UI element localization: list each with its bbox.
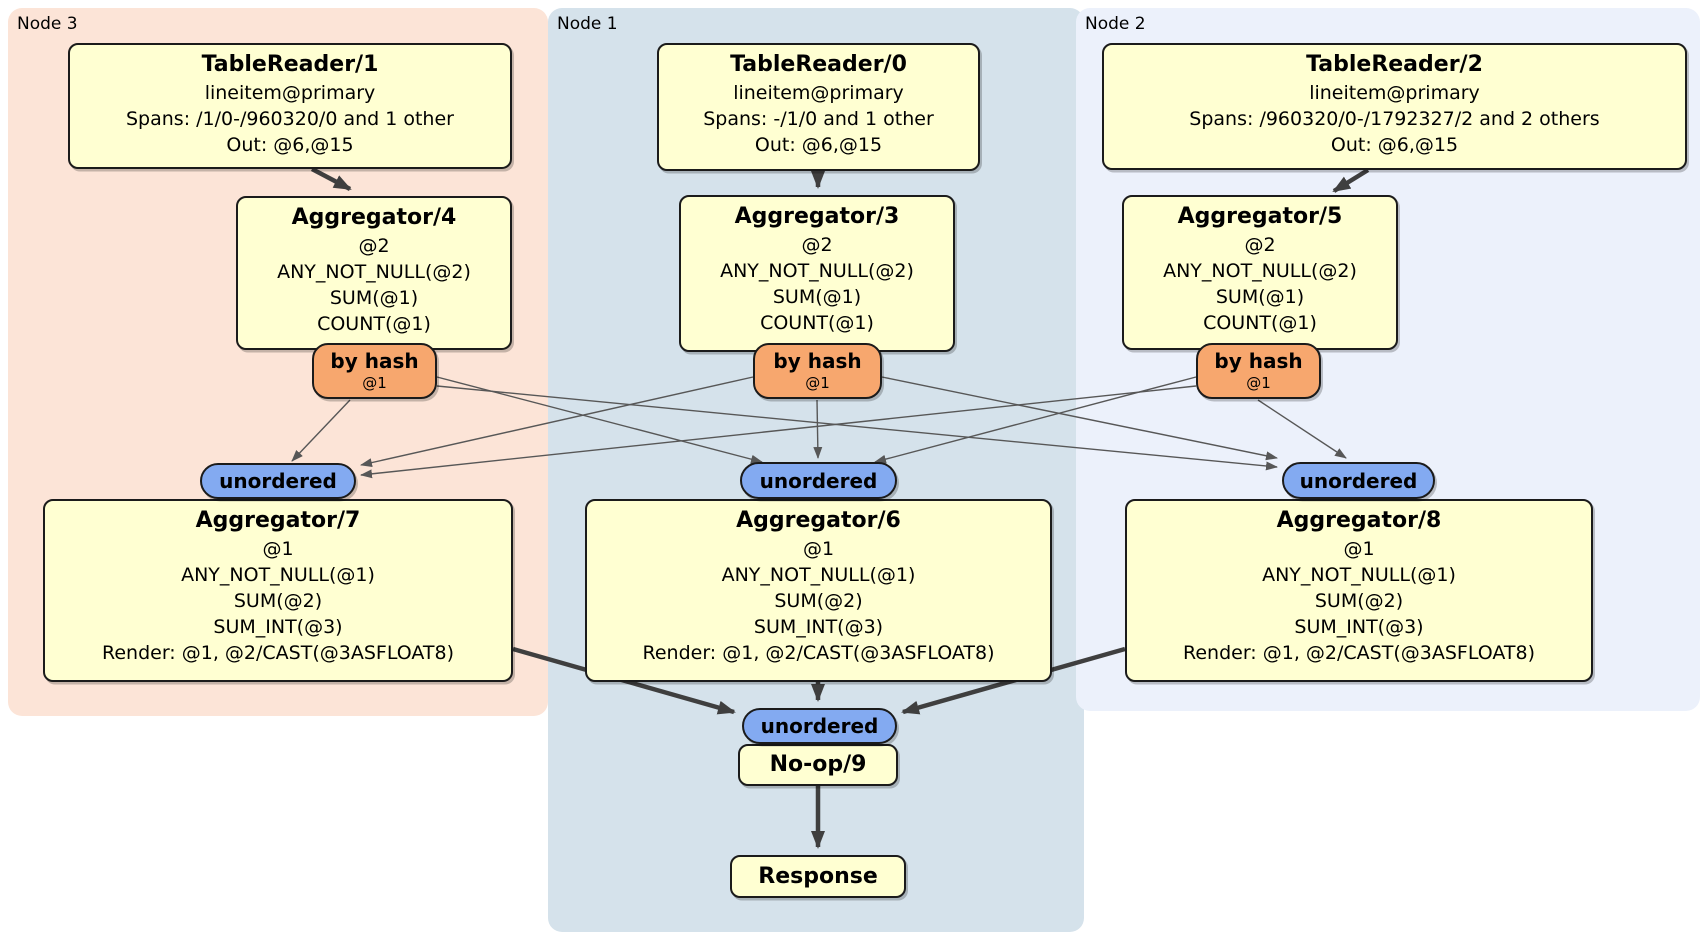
edge-r5-right (1257, 399, 1347, 459)
processor-agg-fn: SUM_INT(@3) (1294, 616, 1424, 638)
processor-agg-fn: SUM(@1) (329, 287, 419, 309)
edge-r5-middle (874, 376, 1197, 464)
processor-agg-fn: SUM(@1) (772, 286, 862, 308)
sync-label: unordered (760, 714, 879, 738)
node1-label: Node 1 (557, 14, 618, 34)
processor-tablereader-2: TableReader/2 lineitem@primary Spans: /9… (1102, 43, 1687, 170)
sync-unordered-right: unordered (1282, 462, 1435, 499)
router-label: by hash (1214, 349, 1303, 373)
processor-agg-fn: ANY_NOT_NULL(@2) (720, 260, 914, 282)
processor-title: TableReader/1 (201, 52, 379, 77)
processor-group-cols: @2 (358, 235, 390, 257)
processor-agg-fn: COUNT(@1) (317, 313, 431, 335)
processor-title: TableReader/0 (730, 52, 907, 77)
processor-title: No-op/9 (769, 752, 867, 777)
edge-r4-right (436, 385, 1278, 471)
processor-spans: Spans: /960320/0-/1792327/2 and 2 others (1189, 108, 1600, 130)
sync-label: unordered (1299, 468, 1418, 493)
processor-agg-fn: ANY_NOT_NULL(@2) (1163, 260, 1357, 282)
sync-unordered-final: unordered (742, 708, 897, 744)
sync-unordered-left: unordered (200, 463, 356, 499)
processor-title: Aggregator/8 (1276, 508, 1442, 533)
processor-title: Aggregator/5 (1177, 204, 1343, 229)
router-columns: @1 (805, 374, 830, 392)
processor-agg-fn: ANY_NOT_NULL(@2) (277, 261, 471, 283)
processor-tablereader-0: TableReader/0 lineitem@primary Spans: -/… (657, 43, 980, 171)
router-label: by hash (330, 349, 419, 373)
processor-group-cols: @1 (1343, 538, 1375, 560)
processor-agg-fn: ANY_NOT_NULL(@1) (721, 564, 916, 586)
processor-title: Aggregator/6 (736, 508, 901, 533)
processor-title: Response (758, 863, 878, 889)
sync-label: unordered (759, 468, 878, 493)
router-by-hash-3: by hash @1 (753, 343, 882, 399)
processor-agg-fn: SUM(@1) (1215, 286, 1305, 308)
edge-r3-right (881, 376, 1278, 461)
processor-out: Out: @6,@15 (226, 134, 354, 156)
processor-agg-fn: SUM(@2) (233, 590, 323, 612)
processor-aggregator-3: Aggregator/3 @2 ANY_NOT_NULL(@2) SUM(@1)… (679, 195, 955, 352)
processor-title: Aggregator/4 (291, 205, 457, 230)
processor-group-cols: @2 (1244, 234, 1276, 256)
processor-aggregator-8: Aggregator/8 @1 ANY_NOT_NULL(@1) SUM(@2)… (1125, 499, 1593, 682)
processor-render: Render: @1, @2/CAST(@3ASFLOAT8) (642, 642, 995, 664)
processor-agg-fn: COUNT(@1) (760, 312, 874, 334)
processor-group-cols: @1 (802, 538, 835, 560)
processor-index: lineitem@primary (733, 82, 904, 104)
processor-group-cols: @1 (262, 538, 294, 560)
router-label: by hash (773, 349, 862, 373)
router-columns: @1 (1246, 374, 1271, 392)
processor-spans: Spans: -/1/0 and 1 other (703, 108, 934, 130)
processor-aggregator-4: Aggregator/4 @2 ANY_NOT_NULL(@2) SUM(@1)… (236, 196, 512, 350)
processor-tablereader-1: TableReader/1 lineitem@primary Spans: /1… (68, 43, 512, 169)
processor-index: lineitem@primary (1309, 82, 1480, 104)
processor-agg-fn: COUNT(@1) (1203, 312, 1317, 334)
processor-render: Render: @1, @2/CAST(@3ASFLOAT8) (102, 642, 454, 664)
processor-agg-fn: SUM_INT(@3) (753, 616, 884, 638)
node2-label: Node 2 (1085, 14, 1146, 34)
edge-r3-left (360, 376, 754, 467)
processor-title: Aggregator/3 (734, 204, 900, 229)
processor-title: Aggregator/7 (195, 508, 361, 533)
edge-tr2-agg5 (1332, 168, 1370, 193)
processor-noop-9: No-op/9 (738, 744, 898, 786)
processor-out: Out: @6,@15 (754, 134, 883, 156)
processor-response: Response (730, 855, 906, 898)
edge-r3-middle (813, 399, 823, 459)
router-by-hash-5: by hash @1 (1196, 343, 1321, 399)
edge-r5-left (360, 385, 1197, 479)
sync-label: unordered (219, 469, 337, 493)
processor-aggregator-6: Aggregator/6 @1 ANY_NOT_NULL(@1) SUM(@2)… (585, 499, 1052, 682)
processor-render: Render: @1, @2/CAST(@3ASFLOAT8) (1183, 642, 1535, 664)
edge-tr1-agg4 (310, 167, 352, 191)
processor-index: lineitem@primary (204, 82, 376, 104)
processor-agg-fn: SUM(@2) (1314, 590, 1404, 612)
processor-aggregator-7: Aggregator/7 @1 ANY_NOT_NULL(@1) SUM(@2)… (43, 499, 513, 682)
router-columns: @1 (362, 374, 387, 392)
processor-out: Out: @6,@15 (1330, 134, 1459, 156)
processor-title: TableReader/2 (1306, 52, 1483, 77)
processor-group-cols: @2 (801, 234, 833, 256)
processor-spans: Spans: /1/0-/960320/0 and 1 other (126, 108, 454, 130)
processor-agg-fn: SUM_INT(@3) (213, 616, 343, 638)
processor-aggregator-5: Aggregator/5 @2 ANY_NOT_NULL(@2) SUM(@1)… (1122, 195, 1398, 350)
processor-agg-fn: ANY_NOT_NULL(@1) (181, 564, 375, 586)
processor-agg-fn: SUM(@2) (774, 590, 863, 612)
node3-label: Node 3 (17, 14, 78, 34)
processor-agg-fn: ANY_NOT_NULL(@1) (1262, 564, 1456, 586)
router-by-hash-4: by hash @1 (312, 343, 437, 399)
edge-r4-left (291, 399, 351, 462)
sync-unordered-middle: unordered (740, 462, 897, 499)
